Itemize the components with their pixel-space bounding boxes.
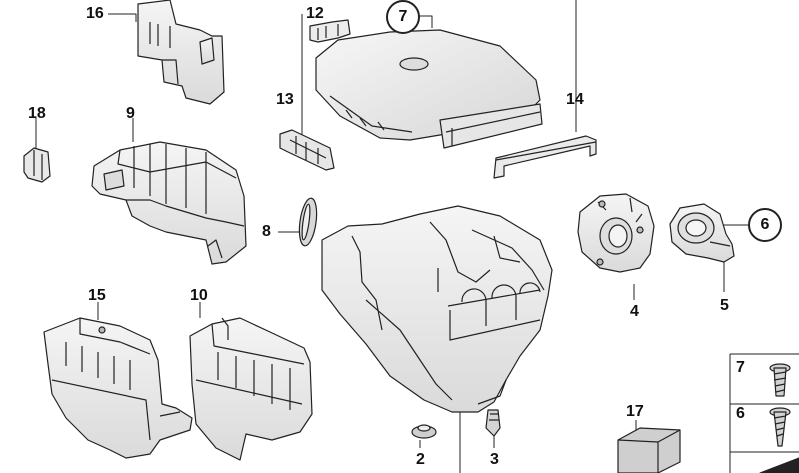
part-14-rail xyxy=(493,135,597,179)
main-housing xyxy=(321,205,553,413)
part-5-connector xyxy=(669,203,735,263)
leader-lines xyxy=(35,0,748,473)
part-17-block xyxy=(617,427,681,473)
callout-9: 9 xyxy=(126,105,135,122)
part-9-carrier xyxy=(91,141,247,265)
part-7-lid xyxy=(315,29,543,149)
wedge-icon xyxy=(759,457,799,473)
part-13-clip xyxy=(279,129,335,171)
callout-4: 4 xyxy=(630,303,639,320)
callout-5: 5 xyxy=(720,297,729,314)
part-15-box xyxy=(43,317,193,459)
part-4-housing xyxy=(577,193,655,273)
callout-13: 13 xyxy=(276,91,294,108)
part-8-grommet xyxy=(298,197,318,247)
callout-14: 14 xyxy=(566,91,584,108)
callout-16: 16 xyxy=(86,5,104,22)
part-18-clip xyxy=(23,147,51,183)
callout-6-circled: 6 xyxy=(748,208,782,242)
callout-15: 15 xyxy=(88,287,106,304)
callout-17: 17 xyxy=(626,403,644,420)
part-16-bracket xyxy=(137,0,225,105)
part-10-box xyxy=(189,317,313,461)
part-2-nut xyxy=(411,424,437,439)
part-3-pin xyxy=(485,409,501,437)
callout-10: 10 xyxy=(190,287,208,304)
callout-8: 8 xyxy=(262,223,271,240)
callout-18: 18 xyxy=(28,105,46,122)
callout-2: 2 xyxy=(416,451,425,468)
part-12-clip xyxy=(309,19,351,43)
legend-box xyxy=(729,353,799,473)
screw-6-icon xyxy=(769,407,791,447)
callout-7-circled: 7 xyxy=(386,0,420,34)
callout-3: 3 xyxy=(490,451,499,468)
screw-7-icon xyxy=(769,363,791,397)
callout-12: 12 xyxy=(306,5,324,22)
legend-label-6: 6 xyxy=(736,405,745,422)
legend-label-7: 7 xyxy=(736,359,745,376)
